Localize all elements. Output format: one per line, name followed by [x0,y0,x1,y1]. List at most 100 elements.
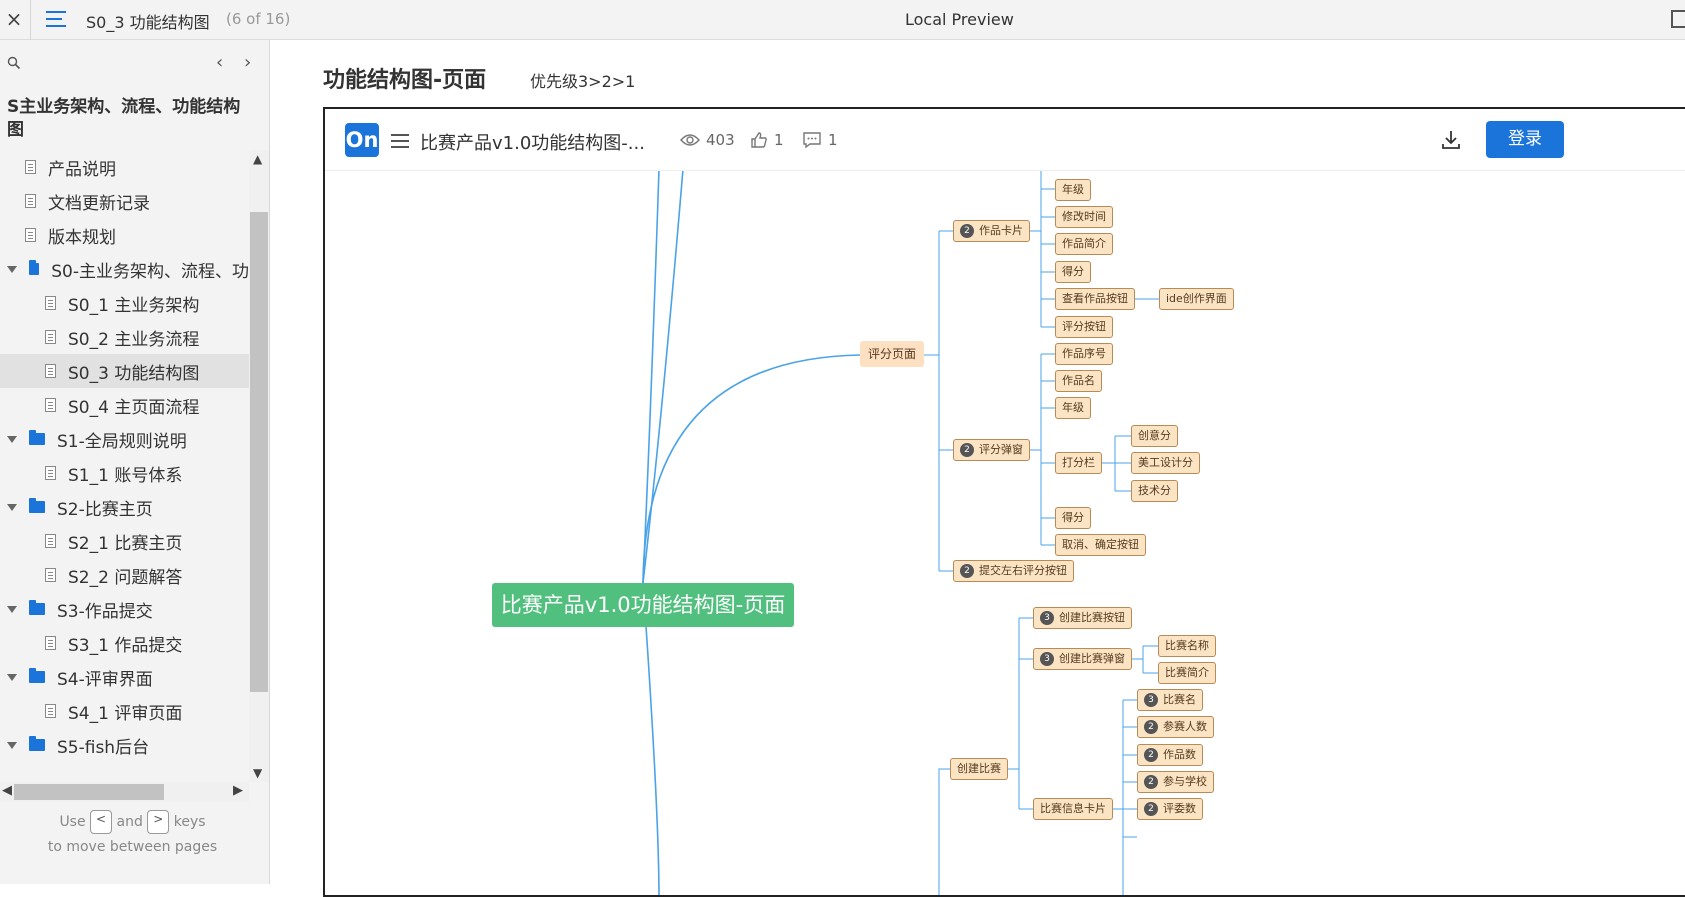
chevron-down-icon[interactable] [7,435,17,443]
left-key-icon: < [90,810,113,834]
vertical-scrollbar[interactable]: ▲ ▼ [249,150,269,782]
likes-stat[interactable]: 1 [750,131,784,149]
mindmap-node[interactable]: 作品简介 [1055,233,1113,255]
mindmap-node[interactable]: 年级 [1055,179,1091,201]
page-icon [45,568,56,582]
eye-icon [680,134,700,146]
app-logo: On [345,123,379,157]
mindmap-node[interactable]: 美工设计分 [1131,452,1200,474]
mindmap-node[interactable]: ide创作界面 [1159,288,1234,310]
mindmap-node[interactable]: 得分 [1055,261,1091,283]
tree-page[interactable]: 产品说明 [0,150,249,184]
hscroll-thumb[interactable] [14,784,164,800]
tree-folder[interactable]: S0-主业务架构、流程、功 [0,252,249,286]
mindmap-node[interactable]: 取消、确定按钮 [1055,534,1146,556]
mindmap-node[interactable]: 年级 [1055,397,1091,419]
mindmap-node-label: 作品数 [1163,748,1196,761]
download-icon[interactable] [1440,129,1462,151]
login-button[interactable]: 登录 [1486,121,1564,158]
scroll-right-icon[interactable]: ▶ [233,783,243,798]
comments-stat[interactable]: 1 [802,131,838,149]
mindmap-node[interactable]: 作品序号 [1055,343,1113,365]
mindmap-node[interactable]: 作品名 [1055,370,1102,392]
mindmap-node[interactable]: 评分页面 [860,341,925,367]
tree-item-label: S5-fish后台 [57,737,150,758]
close-button[interactable]: × [5,7,23,31]
mindmap-node[interactable]: 查看作品按钮 [1055,288,1135,310]
scroll-left-icon[interactable]: ◀ [2,783,12,798]
folder-icon [29,668,45,683]
tree-folder[interactable]: S4-评审界面 [0,660,249,694]
divider [30,0,31,40]
tree-page[interactable]: 版本规划 [0,218,249,252]
tree-page[interactable]: S1_1 账号体系 [0,456,249,490]
mindmap-node[interactable]: 打分栏 [1055,452,1102,474]
embedded-viewer: On 比赛产品v1.0功能结构图-... 403 1 [323,107,1685,897]
tree-page[interactable]: S2_2 问题解答 [0,558,249,592]
hamburger-icon[interactable] [391,133,409,149]
page-icon [25,194,36,208]
page-icon [45,636,56,650]
tree-page[interactable]: S3_1 作品提交 [0,626,249,660]
search-icon[interactable] [7,56,21,70]
tree-page[interactable]: S0_1 主业务架构 [0,286,249,320]
priority-badge: 2 [960,224,974,238]
mindmap-node[interactable]: 创建比赛 [950,758,1008,780]
sidebar-heading: S主业务架构、流程、功能结构图 [7,97,241,140]
tree-item-label: 版本规划 [48,227,116,248]
priority-badge: 2 [1144,802,1158,816]
mindmap-node[interactable]: 比赛信息卡片 [1033,798,1113,820]
mindmap-node[interactable]: 得分 [1055,507,1091,529]
horizontal-scrollbar[interactable]: ◀ ▶ [0,782,249,802]
tree-page[interactable]: S2_1 比赛主页 [0,524,249,558]
tree-page[interactable]: S4_1 评审页面 [0,694,249,728]
chevron-down-icon[interactable] [7,265,17,273]
mindmap-node[interactable]: 评分按钮 [1055,316,1113,338]
next-page-button[interactable]: › [244,52,252,73]
mindmap-node-label: 年级 [1062,401,1084,414]
tree-page[interactable]: S5_1 创建比赛 [0,762,249,770]
tree-page[interactable]: 文档更新记录 [0,184,249,218]
tree-page[interactable]: S0_4 主页面流程 [0,388,249,422]
scroll-down-icon[interactable]: ▼ [253,766,263,780]
tree-folder[interactable]: S1-全局规则说明 [0,422,249,456]
tree-page[interactable]: S0_3 功能结构图 [0,354,249,388]
previous-page-button[interactable]: ‹ [216,52,224,73]
chevron-down-icon[interactable] [7,605,17,613]
tree-item-label: S1_1 账号体系 [68,465,183,486]
page-icon [45,364,56,378]
chevron-down-icon[interactable] [7,503,17,511]
tree-folder[interactable]: S3-作品提交 [0,592,249,626]
mindmap-node[interactable]: 技术分 [1131,480,1178,502]
mindmap-root-node[interactable]: 比赛产品v1.0功能结构图-页面 [492,583,794,627]
viewer-header: On 比赛产品v1.0功能结构图-... 403 1 [325,109,1685,171]
chevron-down-icon[interactable] [7,673,17,681]
priority-badge: 3 [1144,693,1158,707]
mindmap-node[interactable]: 创意分 [1131,425,1178,447]
scroll-up-icon[interactable]: ▲ [253,152,263,166]
menu-icon[interactable] [46,10,66,28]
priority-badge: 3 [1040,652,1054,666]
scroll-thumb[interactable] [250,212,268,692]
document-icon[interactable] [1671,10,1685,28]
mindmap-node[interactable]: 比赛简介 [1158,662,1216,684]
chevron-down-icon[interactable] [7,741,17,749]
tree-folder[interactable]: S2-比赛主页 [0,490,249,524]
mindmap-node[interactable]: 比赛名称 [1158,635,1216,657]
mindmap-node[interactable]: 修改时间 [1055,206,1113,228]
tree-page[interactable]: S0_2 主业务流程 [0,320,249,354]
tree-folder[interactable]: S5-fish后台 [0,728,249,762]
mindmap-node-label: 创建比赛 [957,762,1001,775]
